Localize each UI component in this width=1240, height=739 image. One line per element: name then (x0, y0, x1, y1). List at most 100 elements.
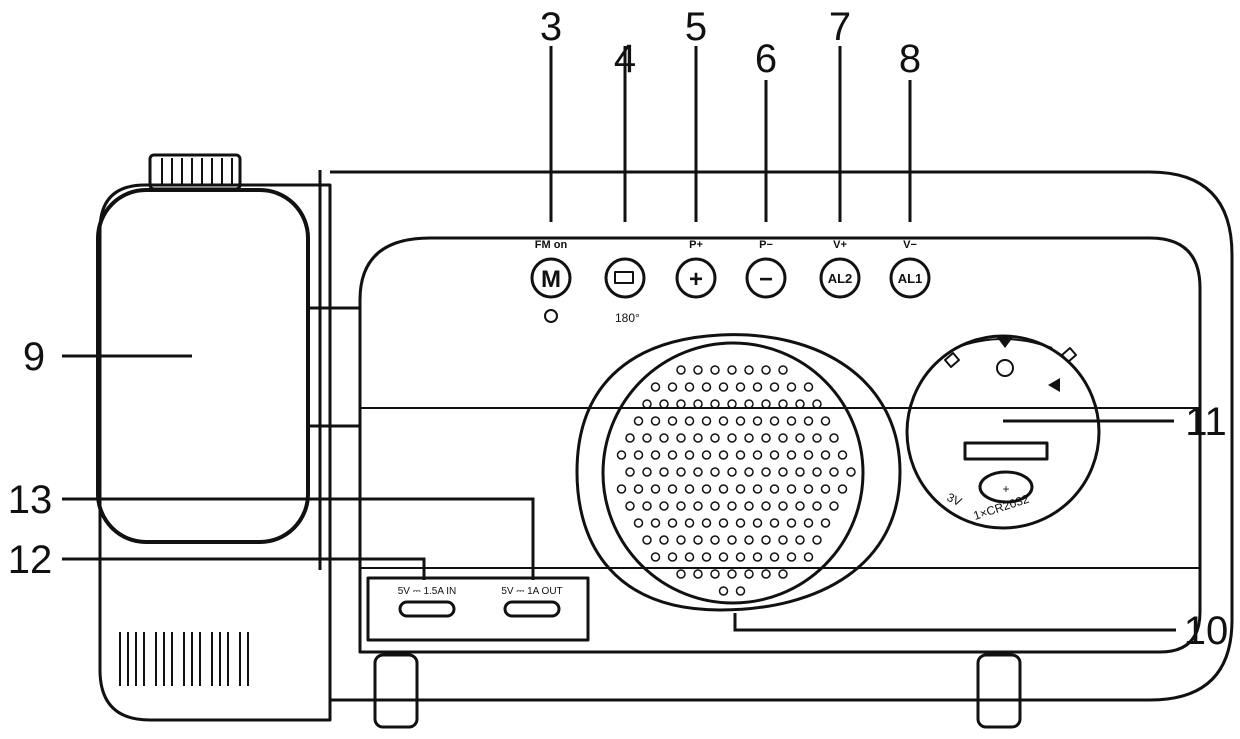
usb-out-port (503, 600, 561, 618)
speaker-hole (616, 450, 627, 460)
leader-10 (733, 613, 1176, 632)
speaker-hole (693, 433, 703, 443)
speaker-hole (727, 433, 737, 443)
speaker-hole (727, 569, 737, 579)
focus-knob (148, 153, 242, 191)
speaker-hole (769, 484, 780, 494)
speaker-hole (693, 467, 703, 477)
speaker-hole (625, 501, 635, 511)
speaker-hole (701, 450, 712, 460)
speaker-hole (667, 450, 678, 460)
speaker-hole (727, 535, 737, 545)
speaker-hole (659, 433, 669, 443)
speaker-hole (769, 450, 780, 460)
speaker-hole (633, 416, 644, 426)
speaker-hole (795, 399, 805, 409)
coin-cell (978, 470, 1034, 504)
speaker-hole (744, 535, 754, 545)
speaker-hole (795, 535, 805, 545)
speaker-hole (650, 518, 661, 528)
foot-right (976, 653, 1022, 729)
speaker-hole (786, 450, 797, 460)
speaker-hole (820, 416, 831, 426)
callout-8: 8 (899, 37, 921, 81)
speaker-hole (795, 467, 805, 477)
speaker-hole (684, 382, 695, 392)
speaker-hole (667, 552, 678, 562)
usb-in-port (398, 600, 456, 618)
speaker-hole (710, 365, 720, 375)
speaker-hole (744, 433, 754, 443)
speaker-hole (718, 382, 729, 392)
speaker-hole (837, 484, 848, 494)
clock-icon (544, 309, 558, 323)
speaker-hole (744, 467, 754, 477)
al2-glyph: AL2 (828, 271, 853, 286)
speaker-hole (761, 501, 771, 511)
callout-7: 7 (829, 5, 851, 49)
speaker-hole (710, 569, 720, 579)
rotate-marker-right (1048, 378, 1060, 392)
callout-3: 3 (540, 5, 562, 49)
speaker-hole (829, 467, 839, 477)
speaker-hole (727, 501, 737, 511)
speaker-hole (633, 518, 644, 528)
speaker-hole (676, 433, 686, 443)
speaker-hole (752, 416, 763, 426)
speaker-holes (616, 365, 856, 596)
leader-13 (62, 497, 535, 580)
speaker-hole (727, 399, 737, 409)
speaker-hole (710, 535, 720, 545)
speaker-hole (752, 382, 763, 392)
speaker-hole (769, 382, 780, 392)
speaker-hole (718, 416, 729, 426)
speaker-housing (575, 333, 902, 612)
speaker-hole (735, 484, 746, 494)
speaker-hole (650, 450, 661, 460)
speaker-hole (701, 382, 712, 392)
speaker-hole (778, 433, 788, 443)
vent-grille (119, 632, 249, 686)
speaker-hole (812, 399, 822, 409)
speaker-hole (803, 382, 814, 392)
speaker-hole (659, 501, 669, 511)
speaker-hole (718, 518, 729, 528)
speaker-hole (744, 501, 754, 511)
speaker-hole (820, 484, 831, 494)
speaker-hole (684, 450, 695, 460)
al2-button (819, 257, 861, 299)
speaker-hole (642, 433, 652, 443)
speaker-hole (625, 433, 635, 443)
callout-4: 4 (614, 37, 636, 81)
speaker-hole (769, 416, 780, 426)
speaker-hole (786, 416, 797, 426)
speaker-hole (846, 467, 856, 477)
projector-rotate-button (604, 257, 646, 299)
p-minus-label: P− (759, 239, 773, 251)
p-minus-button (745, 257, 787, 299)
speaker-hole (710, 433, 720, 443)
p-plus-label: P+ (689, 239, 703, 251)
speaker-hole (778, 501, 788, 511)
speaker-hole (616, 484, 627, 494)
speaker-hole (769, 552, 780, 562)
usb-in-label: 5V ⎓ 1.5A IN (398, 586, 457, 597)
speaker-hole (786, 484, 797, 494)
speaker-hole (761, 365, 771, 375)
speaker-hole (710, 501, 720, 511)
speaker-hole (803, 484, 814, 494)
callout-11: 11 (1185, 400, 1227, 444)
speaker-hole (642, 535, 652, 545)
main-body-outline (330, 170, 1234, 702)
speaker-hole (667, 382, 678, 392)
speaker-hole (735, 450, 746, 460)
speaker-hole (761, 569, 771, 579)
speaker-hole (761, 535, 771, 545)
speaker-hole (633, 450, 644, 460)
speaker-hole (693, 569, 703, 579)
speaker-hole (684, 416, 695, 426)
lock-icon (1061, 347, 1077, 363)
speaker-hole (812, 535, 822, 545)
